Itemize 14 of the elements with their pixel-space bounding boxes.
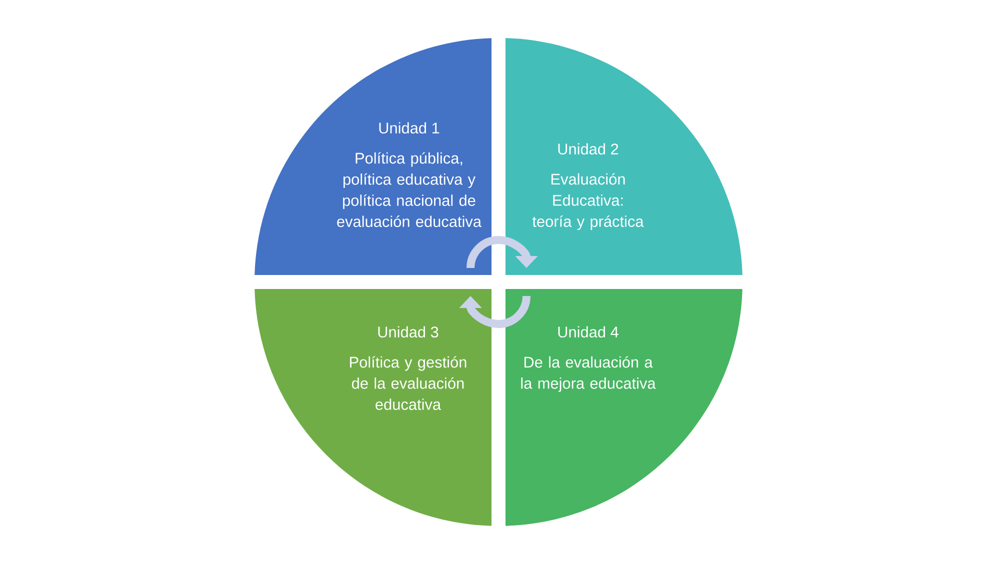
quadrant-heading: Unidad 2 xyxy=(558,143,618,155)
quadrant-heading: Unidad 1 xyxy=(379,122,440,134)
quadrant xyxy=(506,288,742,526)
quadrant-heading: Unidad 3 xyxy=(378,326,438,338)
quadrant-text: De la evaluación a la mejora educativa xyxy=(521,356,656,392)
quadrant-text: Política y gestión de la evaluación educativa xyxy=(350,356,466,410)
cycle-arrow xyxy=(466,236,538,268)
quadrant-text: Evaluación Educativa: teoría y práctica xyxy=(532,173,644,230)
quadrant xyxy=(254,38,492,275)
quadrant-heading: Unidad 4 xyxy=(558,326,618,338)
quadrant xyxy=(254,288,492,526)
quadrant-text: Política pública, política educativa y política nacional de evaluación educativa xyxy=(337,152,482,228)
quadrant xyxy=(506,38,742,275)
cycle-arrow xyxy=(459,296,530,328)
